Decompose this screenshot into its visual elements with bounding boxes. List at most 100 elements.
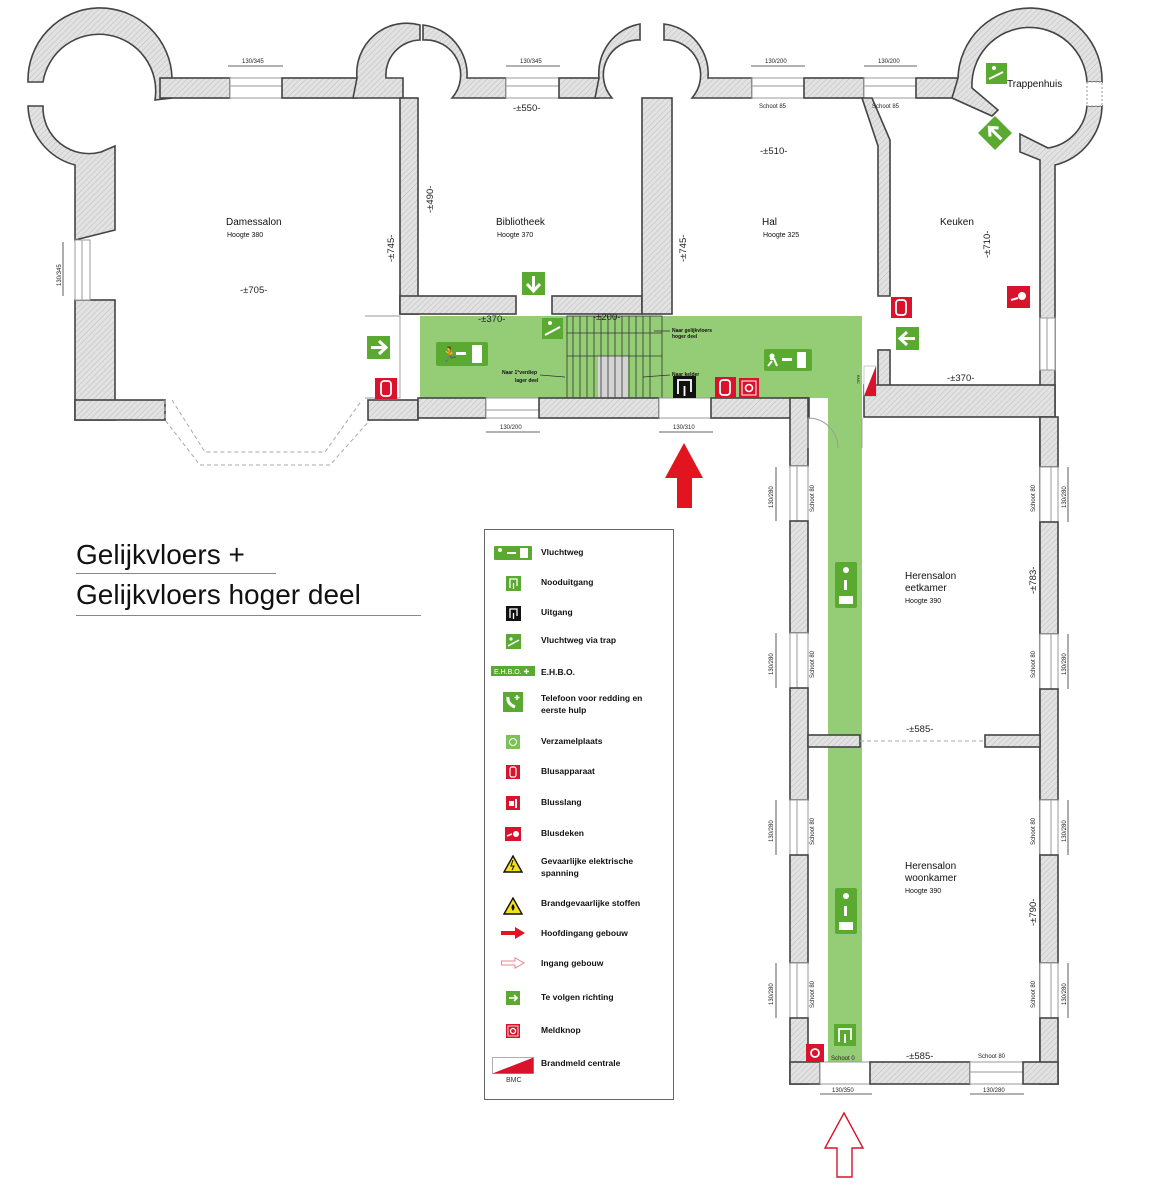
room-keuken: Keuken [940,217,974,228]
bottom-wall-dames-left [74,399,166,421]
window-bottom-right [969,1061,1024,1085]
escape-sign-wing-bottom [835,888,857,934]
blusdeken-icon [485,827,541,841]
verzamelplaats-icon [485,735,541,749]
main-entrance-arrow [665,443,703,508]
escape-sign-corridor-left: 🏃 [436,342,488,366]
svg-text:Schoot 80: Schoot 80 [810,484,816,512]
title-underline-1 [76,573,276,574]
legend-label: Ingang gebouw [541,958,604,968]
legend-label: Brandmeld centrale [541,1058,621,1068]
room-eetkamer: Herensalon [905,571,956,582]
bay-window [164,400,371,466]
legend-label: Blusdeken [541,828,584,838]
legend-label: Blusslang [541,797,582,807]
top-wall-3 [558,77,600,99]
stair-escape-sign-trappenhuis [986,63,1007,84]
fire-extinguisher-sign-keuken [891,297,912,318]
fire-extinguisher-sign-dames [375,378,397,399]
legend-item: Telefoon voor redding en eerste hulp [485,692,673,716]
dim-eetkamer-h: -±783- [1028,567,1039,594]
svg-text:130/350: 130/350 [832,1088,854,1094]
tower-2-wall-right [422,24,507,99]
svg-text:130/280: 130/280 [1062,486,1068,508]
svg-text:Schoot 80: Schoot 80 [1031,650,1037,678]
svg-text:130/280: 130/280 [769,486,775,508]
wall-keuken-bottom [863,384,1056,418]
svg-text:Schoot 85: Schoot 85 [759,104,787,110]
richting-icon [485,991,541,1005]
tower-trappenhuis-wall [951,7,1103,117]
dim-woonkamer-h: -±790- [1028,899,1039,926]
legend-item: Nooduitgang [485,576,673,591]
door-wing [807,417,863,449]
wing-bottom-wall-2 [869,1061,971,1085]
tower-3-wall [594,23,641,99]
legend-item: Meldknop [485,1024,673,1038]
legend-label: Nooduitgang [541,577,594,587]
svg-text:130/280: 130/280 [1062,983,1068,1005]
svg-text:E.H.B.O. ✚: E.H.B.O. ✚ [494,668,530,676]
room-eetkamer-height: Hoogte 390 [905,598,941,605]
vluchtweg-icon [485,546,541,560]
svg-text:130/200: 130/200 [878,59,900,65]
svg-text:130/345: 130/345 [57,264,63,286]
room-hal: Hal [762,217,777,228]
wall-partition-middle-right [984,734,1041,748]
wall-hal-keuken [860,97,891,297]
emergency-exit-sign-wing [834,1024,856,1046]
elektrische-spanning-icon [485,855,541,873]
legend-label: Verzamelplaats [541,736,603,746]
blusapparaat-icon [485,765,541,779]
arrow-diagonal-sign-trappenhuis [978,116,1012,150]
legend-label: Vluchtweg via trap [541,635,617,645]
entrance-arrow-wing [823,1111,865,1178]
vluchtweg-trap-icon [485,634,541,649]
wing-bottom-wall-1 [789,1061,821,1085]
uitgang-icon [485,606,541,621]
nooduitgang-icon [485,576,541,591]
tower-3-wall-right [663,23,753,99]
legend-item: Te volgen richting [485,991,673,1005]
dim-bibliotheek-h: -±490- [425,186,436,213]
window-top-dames [229,77,283,99]
wall-corridor-bottom-3 [710,397,810,419]
legend-item: Blusdeken [485,827,673,841]
dim-damessalon-w: -±705- [240,285,267,296]
title-line-2: Gelijkvloers hoger deel [76,579,361,610]
title-underline-2 [76,615,421,616]
svg-text:BMC: BMC [506,1077,522,1083]
svg-text:130/200: 130/200 [500,425,522,431]
wall-biblio-hal [641,97,673,315]
svg-text:BMC: BMC [856,375,861,384]
top-wall-4 [803,77,865,99]
legend-label: Brandgevaarlijke stoffen [541,898,641,908]
fire-extinguisher-sign-corridor [715,377,736,398]
room-woonkamer: Herensalon [905,861,956,872]
dim-keuken-h: -±710- [982,231,993,258]
svg-text:130/310: 130/310 [673,425,695,431]
wing-bottom-wall-3 [1022,1061,1059,1085]
wall-dames-biblio [399,97,419,315]
legend-item: BMC Brandmeld centrale [485,1057,673,1083]
entry-door-main [658,397,712,419]
legend-item: Blusapparaat [485,765,673,779]
room-bibliotheek-height: Hoogte 370 [497,232,533,239]
legend-label: Uitgang [541,607,573,617]
legend-label: Telefoon voor redding en eerste hulp [541,693,643,715]
room-hal-height: Hoogte 325 [763,232,799,239]
stair-escape-sign [542,318,563,339]
svg-text:130/280: 130/280 [769,820,775,842]
legend-label: Te volgen richting [541,992,614,1002]
entry-door-wing [819,1061,871,1085]
legend-item: Gevaarlijke elektrische spanning [485,855,673,879]
legend-item: Blusslang [485,796,673,810]
legend-item: Ingang gebouw [485,957,673,969]
dim-keuken-w: -±370- [947,373,974,384]
legend-label: E.H.B.O. [541,667,576,677]
svg-text:Schoot 80: Schoot 80 [810,980,816,1008]
svg-text:130/280: 130/280 [983,1088,1005,1094]
hoofdingang-icon [485,927,541,939]
